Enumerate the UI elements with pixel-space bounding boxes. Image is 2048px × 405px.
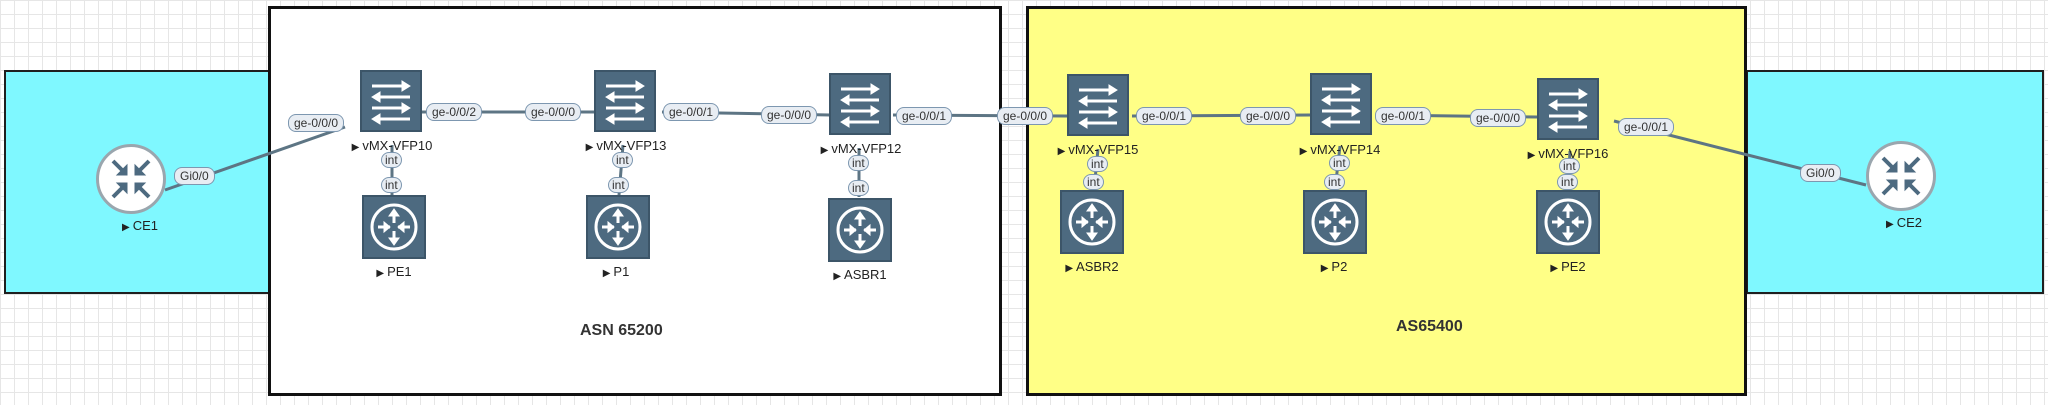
p1-int-iface[interactable]: int [608,177,629,193]
vfp12-label: ▶vMX-VFP12 [820,141,902,156]
vfp13-ge-0-0-1-iface[interactable]: ge-0/0/1 [663,103,720,121]
vfp13-int-iface[interactable]: int [612,152,633,168]
ce2-label: ▶CE2 [1886,215,1922,230]
p1-label: ▶P1 [602,264,630,279]
vfp12-int-iface[interactable]: int [848,155,869,171]
vfp10-ge-0-0-0-iface[interactable]: ge-0/0/0 [288,114,345,132]
pe2-int-iface[interactable]: int [1557,174,1578,190]
vfp16-ge-0-0-0-iface[interactable]: ge-0/0/0 [1470,109,1527,127]
asbr2-int-iface[interactable]: int [1083,174,1104,190]
asn-65200-label: ASN 65200 [580,322,663,339]
vfp13-ge-0-0-0-iface[interactable]: ge-0/0/0 [525,103,582,121]
vfp14-ge-0-0-0-iface[interactable]: ge-0/0/0 [1240,107,1297,125]
ce-router-icon [96,144,166,214]
vfp16-ge-0-0-1-iface[interactable]: ge-0/0/1 [1618,118,1675,136]
vfp14-switch-icon[interactable] [1310,73,1372,135]
vfp15-switch-icon[interactable] [1067,74,1129,136]
ce1-label: ▶CE1 [122,218,158,233]
as-65400-region[interactable] [1026,6,1747,396]
vfp16-int-iface[interactable]: int [1559,158,1580,174]
vfp10-switch-icon[interactable] [360,70,422,132]
asbr1-label: ▶ASBR1 [833,267,887,282]
vfp15-label: ▶vMX-VFP15 [1057,142,1139,157]
pe1-router-icon[interactable] [362,195,426,259]
pe2-router-icon[interactable] [1536,190,1600,254]
asbr2-label: ▶ASBR2 [1065,259,1119,274]
p2-label: ▶P2 [1320,259,1348,274]
vfp14-ge-0-0-1-iface[interactable]: ge-0/0/1 [1375,107,1432,125]
vfp15-ge-0-0-0-iface[interactable]: ge-0/0/0 [997,107,1054,125]
vfp10-label: ▶vMX-VFP10 [351,138,433,153]
vfp12-switch-icon[interactable] [829,73,891,135]
as-65400-label: AS65400 [1396,318,1463,335]
p2-router-icon[interactable] [1303,190,1367,254]
asbr1-router-icon[interactable] [828,198,892,262]
p1-router-icon[interactable] [586,195,650,259]
pe1-int-iface[interactable]: int [381,177,402,193]
vfp12-ge-0-0-0-iface[interactable]: ge-0/0/0 [761,106,818,124]
pe1-label: ▶PE1 [376,264,412,279]
vfp16-switch-icon[interactable] [1537,78,1599,140]
ce-router-icon [1866,141,1936,211]
ce2-gi0-0-iface[interactable]: Gi0/0 [1800,164,1841,182]
vfp13-switch-icon[interactable] [594,70,656,132]
vfp10-ge-0-0-2-iface[interactable]: ge-0/0/2 [426,103,483,121]
vfp12-ge-0-0-1-iface[interactable]: ge-0/0/1 [896,107,953,125]
asbr2-router-icon[interactable] [1060,190,1124,254]
vfp10-int-iface[interactable]: int [381,152,402,168]
vfp14-label: ▶vMX-VFP14 [1299,142,1381,157]
pe2-label: ▶PE2 [1550,259,1586,274]
vfp15-int-iface[interactable]: int [1087,156,1108,172]
vfp13-label: ▶vMX-VFP13 [585,138,667,153]
vfp15-ge-0-0-1-iface[interactable]: ge-0/0/1 [1136,107,1193,125]
asbr1-int-iface[interactable]: int [848,180,869,196]
vfp16-label: ▶vMX-VFP16 [1527,146,1609,161]
vfp14-int-iface[interactable]: int [1329,155,1350,171]
p2-int-iface[interactable]: int [1324,174,1345,190]
ce1-gi0-0-iface[interactable]: Gi0/0 [174,167,215,185]
